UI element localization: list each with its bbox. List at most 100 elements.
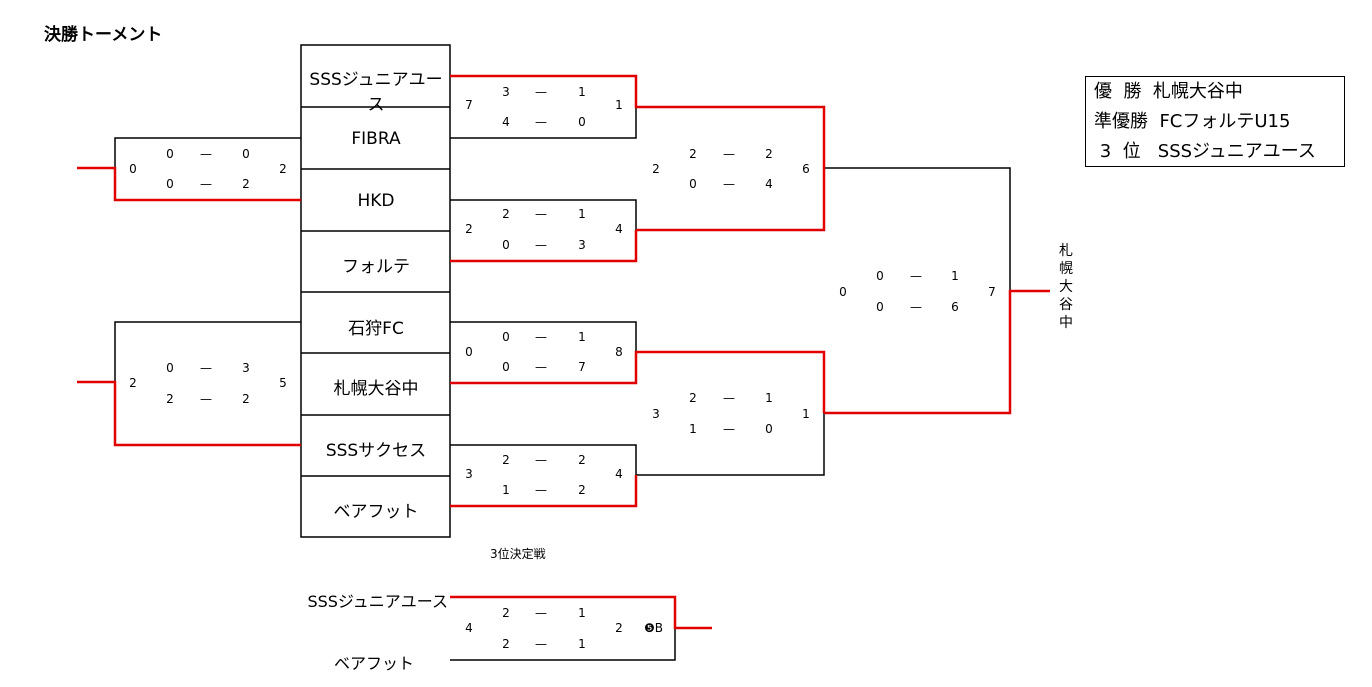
half-score: 0 (166, 361, 174, 375)
half-score: 2 (242, 177, 250, 191)
dash: — (535, 637, 547, 651)
half-score: 0 (765, 422, 773, 436)
score-right: 4 (615, 222, 623, 236)
half-score: 0 (166, 147, 174, 161)
half-score: 1 (578, 85, 586, 99)
results-box: 優 勝 札幌大谷中 準優勝 FCフォルテU15 3 位 SSSジュニアユース (1085, 76, 1345, 167)
champion-char: 札 (1059, 243, 1073, 259)
dash: — (910, 269, 922, 283)
half-score: 2 (689, 391, 697, 405)
dash: — (535, 85, 547, 99)
score-right: 6 (802, 162, 810, 176)
score-left: 7 (465, 98, 473, 112)
half-score: 0 (876, 300, 884, 314)
half-score: 0 (242, 147, 250, 161)
dash: — (535, 360, 547, 374)
half-score: 1 (578, 637, 586, 651)
dash: — (723, 422, 735, 436)
score-right: 8 (615, 345, 623, 359)
dash: — (535, 606, 547, 620)
third-team-top: SSSジュニアユース (307, 592, 448, 611)
half-score: 2 (578, 483, 586, 497)
dash: — (200, 147, 212, 161)
half-score: 6 (951, 300, 959, 314)
score-left: 3 (465, 467, 473, 481)
half-score: 2 (578, 453, 586, 467)
dash: — (723, 147, 735, 161)
score-left: 2 (652, 162, 660, 176)
half-score: 1 (765, 391, 773, 405)
team-name: HKD (357, 191, 395, 211)
score-left: 0 (129, 162, 137, 176)
half-score: 2 (502, 207, 510, 221)
half-score: 4 (502, 115, 510, 129)
dash: — (200, 361, 212, 375)
team-name: SSSジュニアユース (309, 70, 443, 115)
score-right: 2 (615, 621, 623, 635)
score-right: 4 (615, 467, 623, 481)
third-team-bottom: ベアフット (333, 654, 414, 673)
half-score: 0 (502, 330, 510, 344)
half-score: 1 (578, 330, 586, 344)
champion-char: 大 (1059, 279, 1073, 295)
half-score: 1 (502, 483, 510, 497)
dash: — (910, 300, 922, 314)
champion-char: 谷 (1059, 297, 1073, 313)
half-score: 0 (689, 177, 697, 191)
team-name: ベアフット (333, 502, 419, 522)
result-third: 3 位 SSSジュニアユース (1094, 141, 1316, 162)
half-score: 3 (578, 238, 586, 252)
half-score: 2 (689, 147, 697, 161)
champion-label: 札 幌 大 谷 中 (1058, 242, 1074, 332)
dash: — (535, 483, 547, 497)
half-score: 3 (242, 361, 250, 375)
team-name: 石狩FC (348, 319, 404, 339)
half-score: 2 (502, 606, 510, 620)
score-left: 0 (465, 345, 473, 359)
score-right: 2 (279, 162, 287, 176)
half-score: 0 (876, 269, 884, 283)
dash: — (535, 238, 547, 252)
dash: — (535, 115, 547, 129)
score-left: 0 (839, 285, 847, 299)
champion-char: 幌 (1059, 261, 1073, 277)
score-right: 1 (802, 407, 810, 421)
half-score: 1 (578, 606, 586, 620)
third-place-title: 3位決定戦 (490, 547, 546, 561)
half-score: 0 (166, 177, 174, 191)
team-name: FIBRA (351, 129, 401, 149)
score-right: 5 (279, 376, 287, 390)
result-champion: 優 勝 札幌大谷中 (1094, 81, 1243, 102)
result-runner-up: 準優勝 FCフォルテU15 (1094, 111, 1291, 132)
score-left: 2 (465, 222, 473, 236)
half-score: 2 (765, 147, 773, 161)
team-name: 札幌大谷中 (333, 379, 419, 399)
score-right: 7 (988, 285, 996, 299)
half-score: 1 (951, 269, 959, 283)
dash: — (200, 392, 212, 406)
half-score: 0 (578, 115, 586, 129)
half-score: 2 (166, 392, 174, 406)
score-left: 4 (465, 621, 473, 635)
page-title: 決勝トーメント (44, 25, 163, 45)
half-score: 7 (578, 360, 586, 374)
half-score: 1 (689, 422, 697, 436)
half-score: 2 (242, 392, 250, 406)
dash: — (535, 330, 547, 344)
team-name: フォルテ (342, 257, 410, 277)
half-score: 0 (502, 238, 510, 252)
score-left: 2 (129, 376, 137, 390)
half-score: 3 (502, 85, 510, 99)
score-left: 3 (652, 407, 660, 421)
team-name: SSSサクセス (325, 441, 427, 461)
third-marker: ❺B (644, 621, 663, 635)
score-right: 1 (615, 98, 623, 112)
dash: — (723, 177, 735, 191)
dash: — (535, 453, 547, 467)
dash: — (200, 177, 212, 191)
half-score: 4 (765, 177, 773, 191)
half-score: 1 (578, 207, 586, 221)
dash: — (535, 207, 547, 221)
half-score: 2 (502, 637, 510, 651)
